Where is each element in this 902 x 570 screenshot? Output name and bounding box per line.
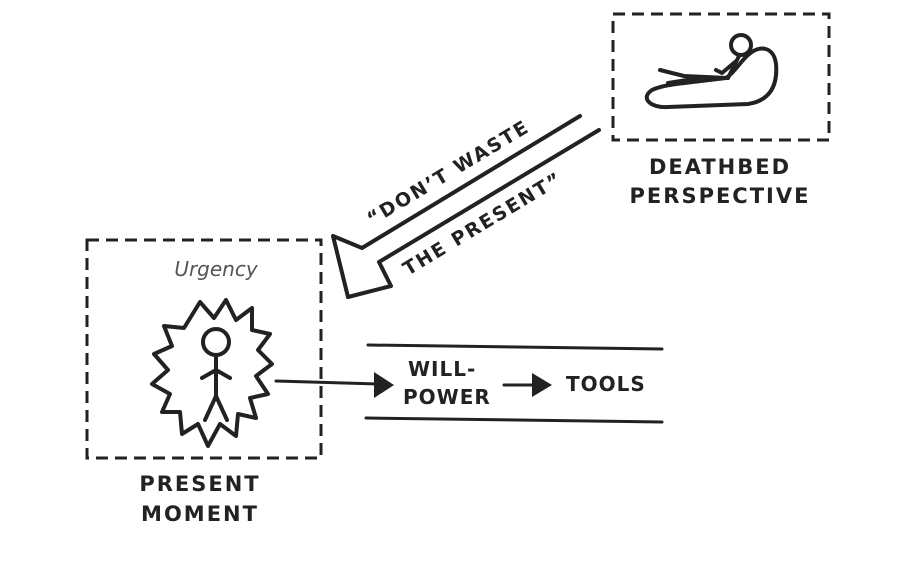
flow-rail-bottom [364,416,664,424]
urgency-tag: Urgency [174,257,259,281]
present-group: Urgency PRESENT MOMENT [85,238,323,526]
flow-group: WILL- POWER TOOLS [274,343,664,424]
arrow-upper-edge [331,114,582,299]
present-label-line1: PRESENT [139,472,260,496]
willpower-label-line1: WILL- [408,357,476,381]
stick-figure-icon [200,327,232,422]
figure-to-willpower-arrowhead [374,372,394,398]
dont-waste-arrow [331,114,601,299]
deathbed-label-line2: PERSPECTIVE [630,184,811,208]
willpower-to-tools-arrowhead [532,373,552,397]
deathbed-label-line1: DEATHBED [649,155,791,179]
willpower-label-line2: POWER [403,385,491,409]
reclining-person-icon [644,33,779,110]
arrow-lower-edge [346,128,601,299]
present-dashed-box [85,238,323,460]
urgency-burst-icon [150,298,274,448]
figure-to-willpower-arrow-shaft [274,379,380,386]
tools-label: TOOLS [566,372,646,396]
deathbed-group: DEATHBED PERSPECTIVE [611,12,831,208]
flow-rail-top [366,343,664,351]
present-label-line2: MOMENT [141,502,259,526]
